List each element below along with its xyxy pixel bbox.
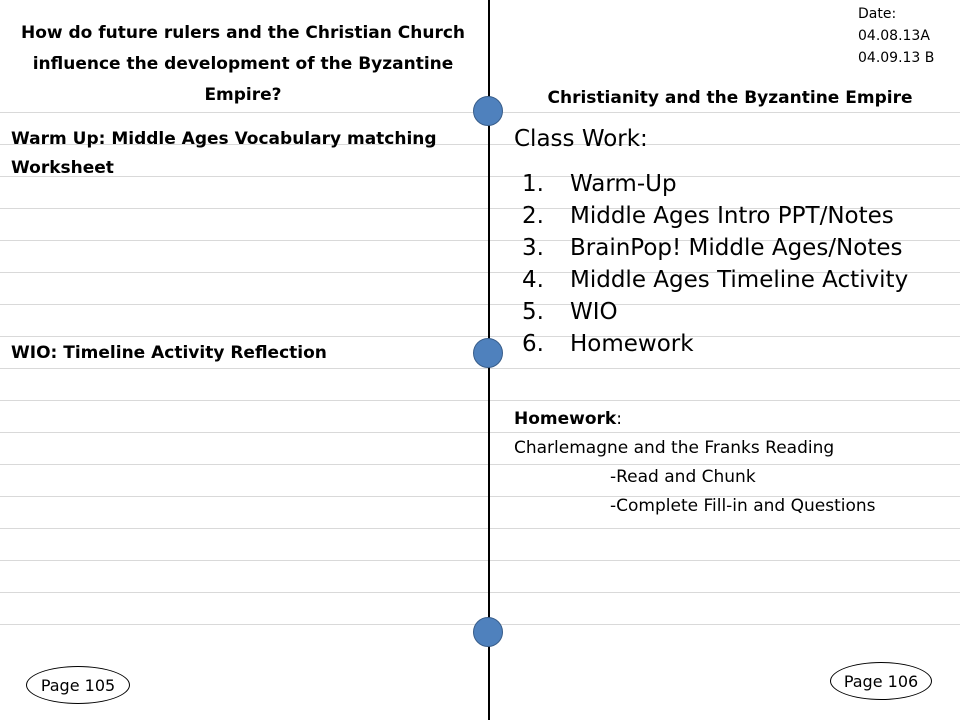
homework-block: Homework: Charlemagne and the Franks Rea… xyxy=(514,405,876,521)
list-item: 4. Middle Ages Timeline Activity xyxy=(522,264,908,296)
date-label: Date: xyxy=(858,6,897,22)
homework-label: Homework xyxy=(514,409,617,429)
list-item-label: Warm-Up xyxy=(570,171,677,197)
ruled-line xyxy=(0,144,960,145)
list-item: 6. Homework xyxy=(522,328,908,360)
binder-hole xyxy=(473,96,503,126)
list-item: 3. BrainPop! Middle Ages/Notes xyxy=(522,232,908,264)
binder-hole xyxy=(473,617,503,647)
ruled-line xyxy=(0,560,960,561)
list-item-label: Homework xyxy=(570,331,694,357)
ruled-line xyxy=(0,400,960,401)
homework-step: -Complete Fill-in and Questions xyxy=(610,496,876,516)
ruled-line xyxy=(0,304,960,305)
list-item-number: 2. xyxy=(522,203,544,229)
list-item-label: Middle Ages Timeline Activity xyxy=(570,267,909,293)
page-number-left: Page 105 xyxy=(26,666,130,704)
warmup-heading: Warm Up: Middle Ages Vocabulary matching… xyxy=(11,129,437,178)
ruled-line xyxy=(0,272,960,273)
ruled-line xyxy=(0,336,960,337)
ruled-line xyxy=(0,496,960,497)
list-item-label: WIO xyxy=(570,299,618,325)
page-number-right: Page 106 xyxy=(830,662,932,700)
ruled-line xyxy=(0,592,960,593)
ruled-line xyxy=(0,528,960,529)
list-item-number: 4. xyxy=(522,267,544,293)
topic-title: Christianity and the Byzantine Empire xyxy=(547,88,913,108)
date-block: Date: 04.08.13A 04.09.13 B xyxy=(858,3,934,69)
page-number-left-label: Page 105 xyxy=(40,675,116,695)
ruled-line xyxy=(0,432,960,433)
list-item-number: 5. xyxy=(522,299,544,325)
page-number-right-label: Page 106 xyxy=(843,671,919,691)
date-value: 04.09.13 B xyxy=(858,50,935,66)
wio-heading: WIO: Timeline Activity Reflection xyxy=(11,343,327,363)
list-item-number: 1. xyxy=(522,171,544,197)
list-item: 1. Warm-Up xyxy=(522,168,908,200)
list-item-label: Middle Ages Intro PPT/Notes xyxy=(570,203,894,229)
list-item-label: BrainPop! Middle Ages/Notes xyxy=(570,235,903,261)
essential-question: How do future rulers and the Christian C… xyxy=(20,23,466,105)
date-value: 04.08.13A xyxy=(858,28,930,44)
homework-heading: Homework: xyxy=(514,405,876,434)
ruled-line xyxy=(0,240,960,241)
homework-colon: : xyxy=(616,409,622,429)
class-work-title: Class Work: xyxy=(514,126,648,152)
class-work-list: 1.Warm-Up 2.Middle Ages Intro PPT/Notes … xyxy=(522,168,908,360)
ruled-line xyxy=(0,176,960,177)
list-item-number: 3. xyxy=(522,235,544,261)
ruled-line xyxy=(0,208,960,209)
binder-hole xyxy=(473,338,503,368)
list-item: 5. WIO xyxy=(522,296,908,328)
list-item-number: 6. xyxy=(522,331,544,357)
ruled-line xyxy=(0,464,960,465)
ruled-line xyxy=(0,368,960,369)
homework-step: -Read and Chunk xyxy=(610,467,756,487)
homework-title: Charlemagne and the Franks Reading xyxy=(514,438,835,458)
list-item: 2. Middle Ages Intro PPT/Notes xyxy=(522,200,908,232)
